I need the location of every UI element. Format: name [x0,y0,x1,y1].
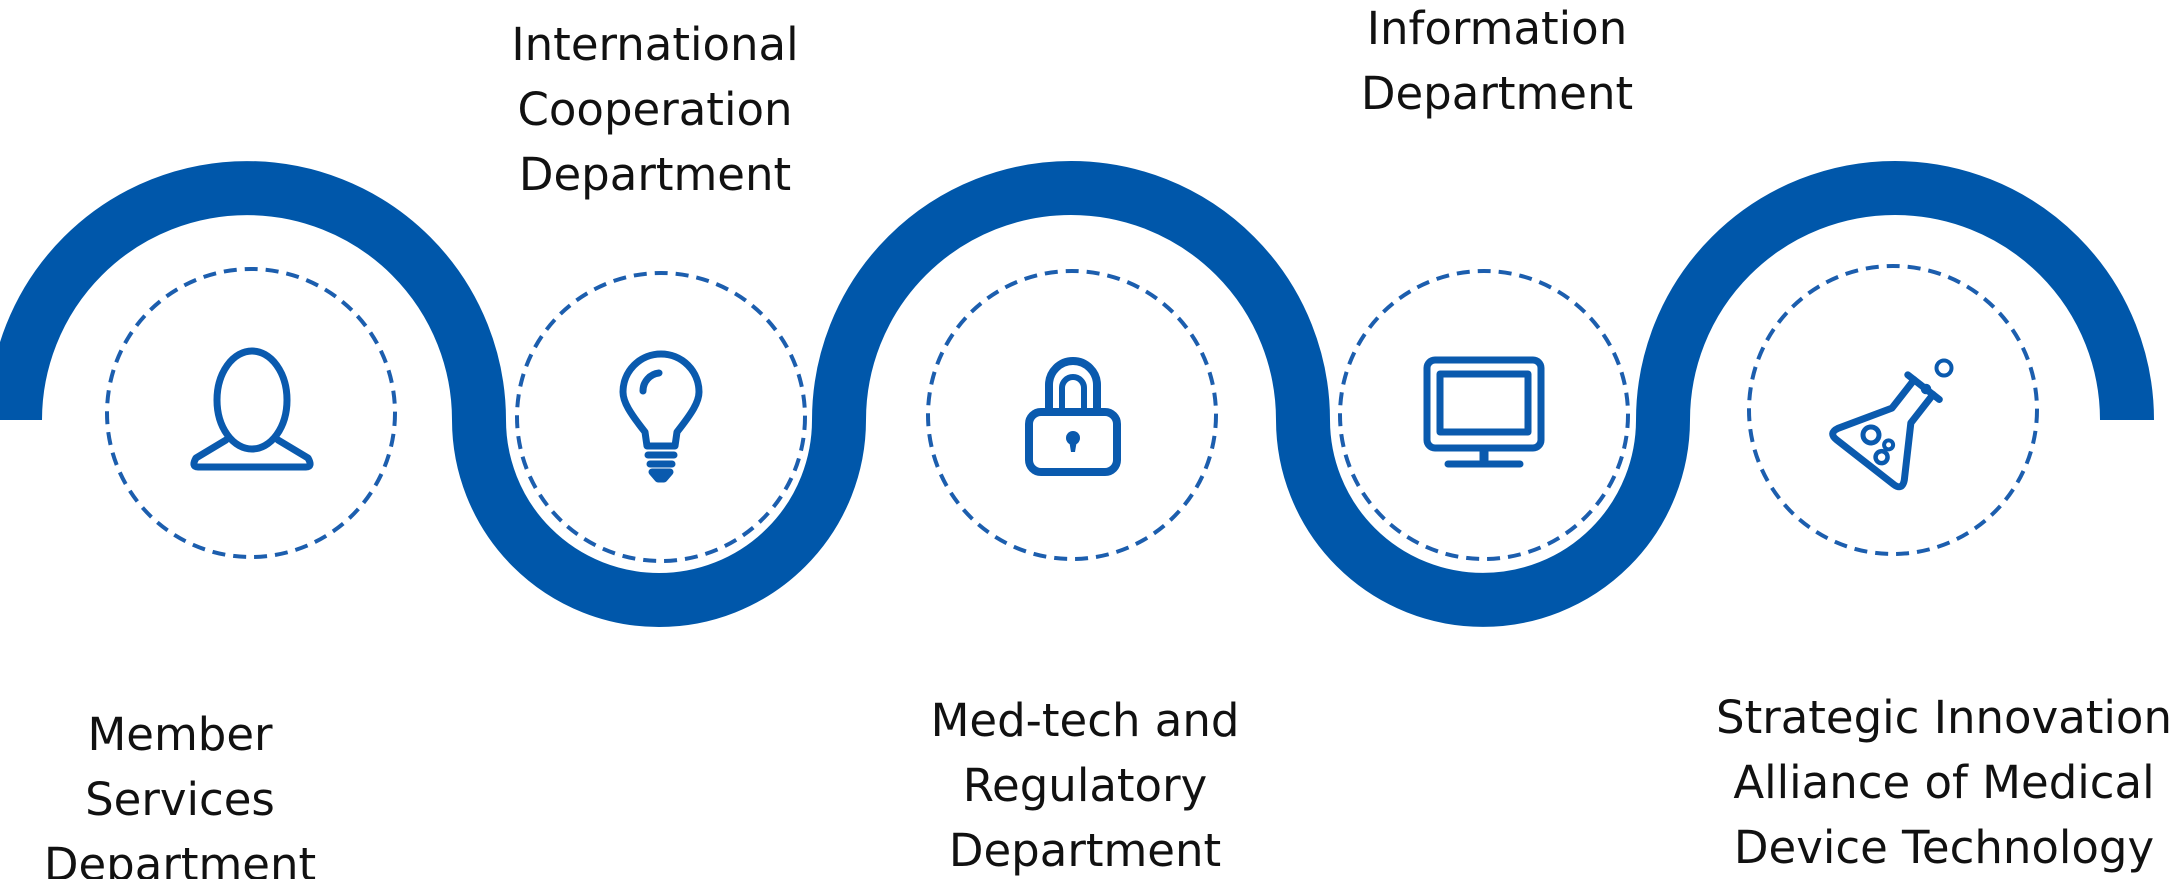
person-icon [190,347,314,471]
step-1-label: Member Services Department [43,708,317,879]
step-4-label: Information Department [1360,2,1634,120]
dashed-circle [515,271,807,563]
lightbulb-icon [619,350,703,483]
step-4-information [1338,269,1630,561]
keyhole-icon [1066,431,1080,452]
dashed-circle [926,269,1218,561]
padlock-icon [1025,357,1121,476]
step-5-label: Strategic Innovation Alliance of Medical… [1716,691,2172,874]
monitor-icon [1423,356,1545,468]
step-1-member-services [105,267,397,559]
flask-icon [1829,358,1954,491]
step-3-med-tech-regulatory [926,269,1218,561]
dashed-circle [1338,269,1630,561]
serpentine-band [0,161,2154,627]
step-5-strategic-innovation [1747,264,2039,556]
step-2-international-cooperation [515,271,807,563]
step-3-label: Med-tech and Regulatory Department [930,694,1240,877]
step-2-label: International Cooperation Department [511,18,799,201]
dashed-circle [1747,264,2039,556]
dashed-circle [105,267,397,559]
